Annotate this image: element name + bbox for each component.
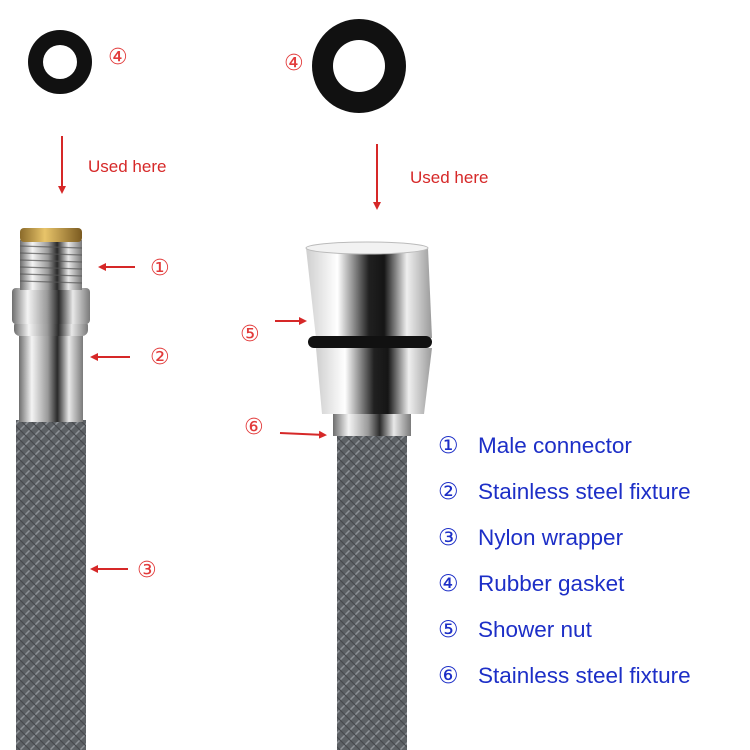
- right-hose: [305, 241, 432, 750]
- legend-number: ①: [438, 433, 459, 459]
- callout-number-3: ③: [137, 558, 157, 583]
- legend-item: ⑥ Stainless steel fixture: [438, 653, 738, 699]
- legend-number: ②: [438, 479, 459, 505]
- legend-item: ③ Nylon wrapper: [438, 515, 738, 561]
- arrow-6: [279, 430, 327, 439]
- callout-number-1: ①: [150, 256, 170, 281]
- callout-number-6: ⑥: [244, 415, 264, 440]
- legend-label: Rubber gasket: [478, 571, 625, 596]
- legend-number: ⑤: [438, 617, 459, 643]
- legend-label: Shower nut: [478, 617, 592, 642]
- legend-item: ⑤ Shower nut: [438, 607, 738, 653]
- callout-number-5: ⑤: [240, 322, 260, 347]
- legend-label: Male connector: [478, 433, 632, 458]
- left-used-here-label: Used here: [88, 157, 166, 176]
- legend-label: Stainless steel fixture: [478, 479, 691, 504]
- legend-number: ⑥: [438, 663, 459, 689]
- legend-number: ④: [438, 571, 459, 597]
- right-rubber-gasket: [312, 19, 406, 113]
- left-rubber-gasket: [28, 30, 92, 94]
- legend-label: Nylon wrapper: [478, 525, 624, 550]
- callout-number-2: ②: [150, 345, 170, 370]
- right-used-here-label: Used here: [410, 168, 488, 187]
- legend-number: ③: [438, 525, 459, 551]
- left-gasket-number: ④: [108, 45, 128, 70]
- legend-item: ① Male connector: [438, 423, 738, 469]
- legend-label: Stainless steel fixture: [478, 663, 691, 688]
- legend-item: ④ Rubber gasket: [438, 561, 738, 607]
- parts-legend: ① Male connector ② Stainless steel fixtu…: [438, 423, 738, 699]
- legend-item: ② Stainless steel fixture: [438, 469, 738, 515]
- right-gasket-number: ④: [284, 51, 304, 76]
- left-hose: [12, 228, 90, 750]
